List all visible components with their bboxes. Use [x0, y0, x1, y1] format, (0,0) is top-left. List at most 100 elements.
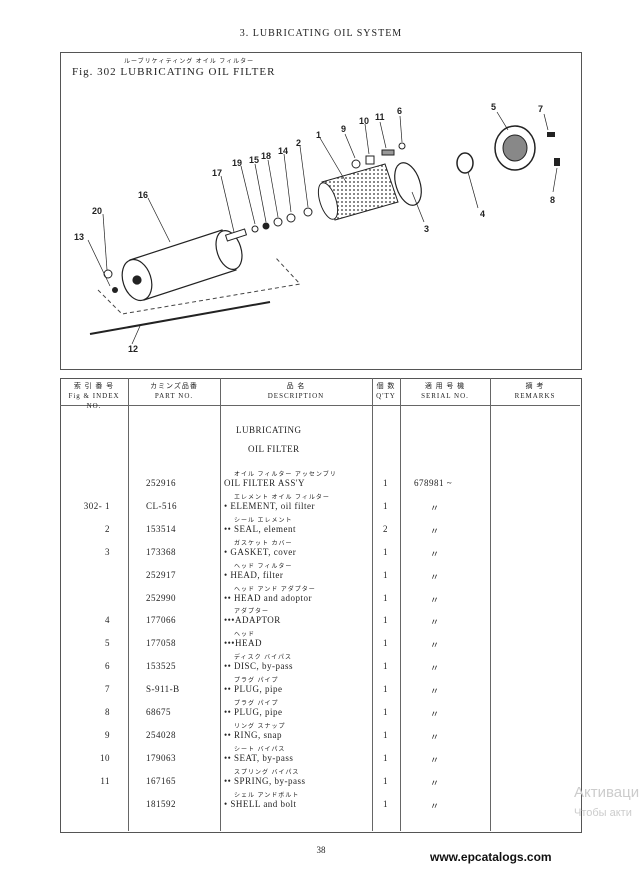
row-part-no: 177058	[146, 638, 176, 649]
row-part-no: 252916	[146, 478, 176, 488]
callout-15: 15	[249, 155, 259, 165]
row-serial: 〃	[430, 731, 440, 742]
row-qty: 2	[383, 523, 388, 534]
row-description: •• SPRING, by-pass	[224, 775, 306, 786]
row-qty: 1	[383, 478, 388, 488]
row-kana: プラグ パイプ	[234, 678, 279, 685]
callout-16: 16	[138, 190, 148, 200]
callout-11: 11	[375, 112, 385, 122]
row-part-no: CL-516	[146, 500, 177, 511]
row-description: OIL FILTER ASS'Y	[224, 478, 305, 488]
callout-5: 5	[491, 102, 496, 112]
row-index: 6	[105, 661, 110, 672]
group-title-line2: OIL FILTER	[248, 444, 300, 454]
row-serial: 〃	[430, 640, 440, 651]
callout-7: 7	[538, 104, 543, 114]
row-kana: ヘッド フィルター	[234, 563, 293, 570]
watermark-line2: Чтобы акти	[574, 807, 632, 819]
row-part-no: S-911-B	[146, 684, 180, 695]
row-kana: ヘッド	[234, 632, 256, 639]
row-qty: 1	[383, 546, 388, 557]
row-serial: 〃	[430, 571, 440, 582]
figure-frame	[60, 52, 582, 370]
row-qty: 1	[383, 775, 388, 786]
section-header: 3. LUBRICATING OIL SYSTEM	[239, 28, 403, 39]
row-part-no: 173368	[146, 546, 176, 557]
row-index: 9	[105, 729, 110, 740]
row-qty: 1	[383, 798, 388, 809]
row-index: 8	[105, 707, 110, 717]
row-part-no: 252990	[146, 592, 176, 603]
row-index: 11	[100, 775, 110, 786]
row-qty: 1	[383, 615, 388, 626]
callout-3: 3	[424, 224, 429, 234]
row-serial: 〃	[430, 777, 440, 788]
row-description: •• SEAT, by-pass	[224, 752, 294, 763]
row-serial: 〃	[430, 709, 440, 719]
footer-url[interactable]: www.epcatalogs.com	[430, 850, 552, 864]
row-serial: 〃	[430, 525, 440, 536]
row-serial: 〃	[430, 594, 440, 605]
row-serial: 〃	[430, 548, 440, 559]
callout-4: 4	[480, 209, 485, 219]
row-qty: 1	[383, 729, 388, 740]
row-qty: 1	[383, 707, 388, 717]
callout-2: 2	[296, 138, 301, 148]
washer-part	[103, 269, 113, 279]
callout-13: 13	[74, 232, 84, 242]
row-index: 302- 1	[83, 500, 110, 511]
row-part-no: 254028	[146, 729, 176, 740]
row-part-no: 179063	[146, 752, 176, 763]
row-description: • ELEMENT, oil filter	[224, 500, 315, 511]
row-part-no: 167165	[146, 775, 176, 786]
row-part-no: 177066	[146, 615, 176, 626]
callout-1: 1	[316, 130, 321, 140]
row-kana: ガスケット カバー	[234, 540, 293, 547]
row-kana: エレメント オイル フィルター	[234, 494, 330, 501]
row-index: 4	[105, 615, 110, 626]
row-kana: スプリング バイパス	[234, 769, 300, 776]
row-qty: 1	[383, 500, 388, 511]
callout-18: 18	[261, 151, 271, 161]
row-description: •••ADAPTOR	[224, 615, 281, 626]
figure-title: Fig. 302 LUBRICATING OIL FILTER	[72, 66, 276, 78]
row-description: •• PLUG, pipe	[224, 684, 283, 695]
row-description: •• SEAL, element	[224, 523, 297, 534]
row-serial: 〃	[430, 800, 440, 811]
row-description: • GASKET, cover	[224, 546, 297, 557]
callout-6: 6	[397, 106, 402, 116]
row-kana: リング スナップ	[234, 723, 286, 730]
page-number: 38	[316, 845, 326, 855]
row-serial: 〃	[430, 663, 440, 674]
row-part-no: 252917	[146, 569, 176, 580]
callout-8: 8	[550, 195, 555, 205]
exploded-diagram: 20 13 16 17 19 15 18 14 2 1 9 10 11 6 3 …	[74, 102, 560, 354]
bolt-part	[89, 301, 271, 335]
parts-table	[60, 378, 582, 833]
row-kana: アダプター	[234, 609, 270, 616]
row-serial: 〃	[430, 754, 440, 765]
row-description: •• PLUG, pipe	[224, 707, 283, 717]
row-kana: シート バイパス	[234, 746, 286, 753]
row-part-no: 153525	[146, 661, 176, 672]
group-title-line1: LUBRICATING	[236, 425, 302, 435]
callout-17: 17	[212, 168, 222, 178]
row-kana: ヘッド アンド アダプター	[234, 586, 316, 593]
row-description: • SHELL and bolt	[224, 798, 297, 809]
row-description: • HEAD, filter	[224, 569, 284, 580]
row-kana: オイル フィルター アッセンブリ	[234, 472, 337, 478]
row-qty: 1	[383, 638, 388, 649]
nut-part	[112, 287, 118, 293]
row-index: 7	[105, 684, 110, 695]
row-part-no: 181592	[146, 798, 176, 809]
watermark-line1: Активаци	[574, 784, 640, 801]
row-qty: 1	[383, 684, 388, 695]
row-kana: シェル アンドボルト	[234, 792, 300, 799]
row-index: 5	[105, 638, 110, 649]
row-serial: 〃	[430, 686, 440, 697]
row-part-no: 68675	[146, 707, 171, 717]
